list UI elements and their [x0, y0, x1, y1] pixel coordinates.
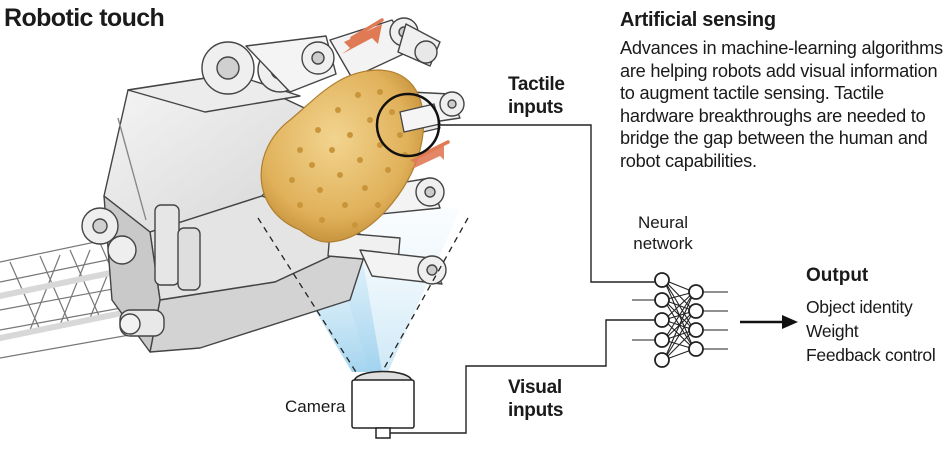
output-arrow-icon	[740, 315, 798, 329]
output-list: Object identity Weight Feedback control	[806, 295, 936, 367]
tactile-label-line-1: Tactile	[508, 74, 565, 95]
visual-label-line-2: inputs	[508, 400, 564, 421]
camera-cone	[257, 217, 469, 373]
visual-label-line-1: Visual	[508, 377, 562, 398]
sensing-heading: Artificial sensing	[620, 9, 776, 31]
nn-label-line-1: Neural	[637, 213, 689, 232]
nn-label-line-2: network	[633, 234, 693, 253]
tactile-inputs-label: Tactile inputs	[508, 73, 565, 119]
sensing-body: Advances in machine-learning algorithms …	[620, 38, 943, 171]
neural-network-label: Neural network	[615, 212, 711, 254]
figure-title: Robotic touch	[4, 4, 165, 32]
visual-inputs-label: Visual inputs	[508, 376, 564, 422]
connector-lines	[390, 124, 656, 434]
output-item: Weight	[806, 321, 859, 341]
output-item: Feedback control	[806, 345, 936, 365]
tactile-highlight-circle	[375, 92, 441, 158]
output-heading: Output	[806, 265, 869, 286]
camera-icon	[351, 370, 415, 439]
motion-arrow-lines	[350, 18, 450, 158]
output-item: Object identity	[806, 297, 913, 317]
spiky-object	[260, 69, 425, 243]
tactile-label-line-2: inputs	[508, 97, 564, 118]
motion-arrow-icon	[342, 24, 444, 170]
neural-network-icon	[632, 272, 728, 368]
camera-label: Camera	[285, 397, 346, 416]
